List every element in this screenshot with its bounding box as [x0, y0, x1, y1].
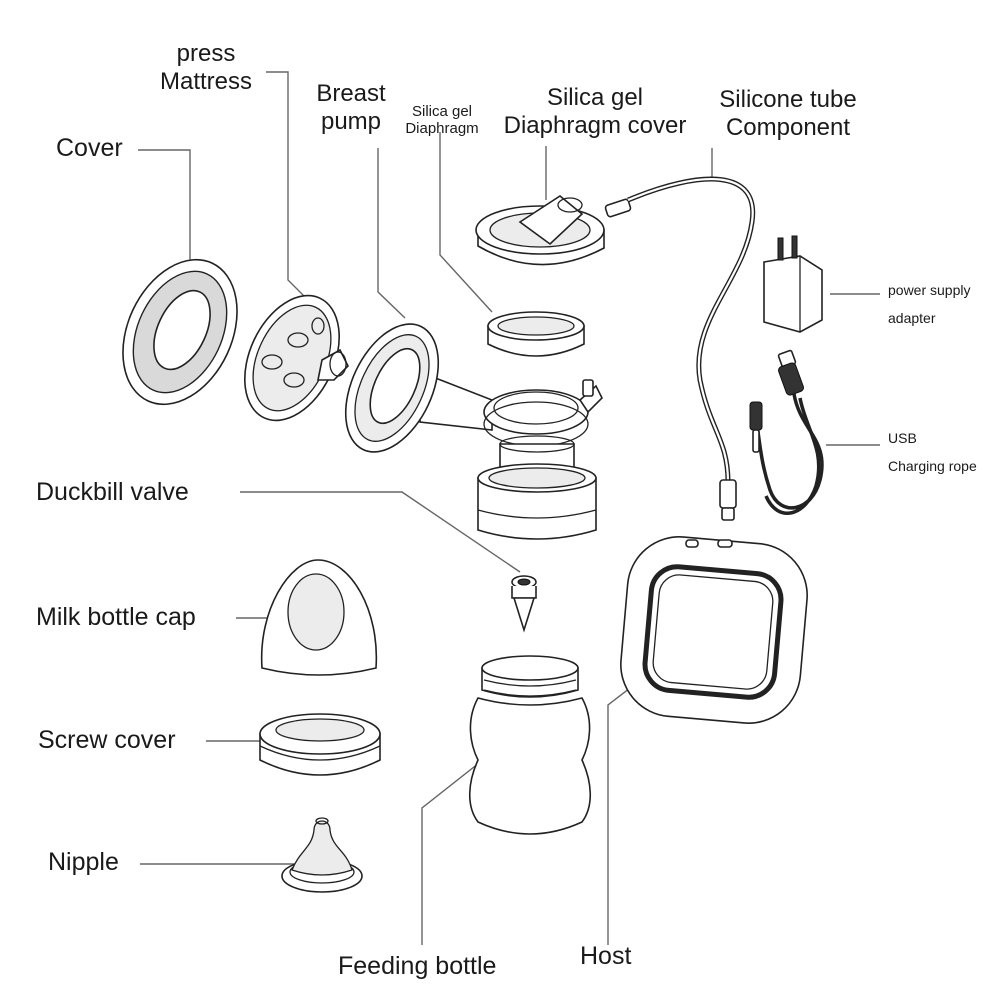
silicone-tube-part — [627, 176, 756, 521]
breast-pump-part — [344, 323, 603, 540]
label-host: Host — [580, 942, 632, 970]
leader-cover — [138, 149, 191, 262]
label-feeding-bottle: Feeding bottle — [338, 952, 497, 980]
label-cover: Cover — [56, 134, 123, 162]
cover-part — [122, 258, 238, 406]
label-silica-diaphragm-line2: Diaphragm — [405, 120, 479, 138]
label-silica-cover-line2: Diaphragm cover — [503, 111, 687, 139]
label-silicone-tube: Silicone tube Component — [700, 86, 876, 141]
label-breast-pump: Breast pump — [306, 80, 396, 135]
silica-cover-part — [475, 195, 632, 266]
leader-feeding-bottle — [421, 747, 499, 945]
label-power-adapter: power supply adapter — [888, 276, 971, 332]
usb-rope-part — [749, 349, 824, 515]
label-press-mattress-line1: press — [176, 40, 236, 67]
nipple-part — [281, 817, 363, 893]
label-duckbill-valve: Duckbill valve — [36, 478, 189, 506]
label-silica-cover: Silica gel Diaphragm cover — [484, 84, 706, 139]
leader-press-mattress — [266, 71, 307, 299]
label-milk-bottle-cap: Milk bottle cap — [36, 603, 196, 631]
label-usb-line2: Charging rope — [888, 458, 977, 474]
duckbill-valve-part — [511, 575, 537, 633]
label-press-mattress-line2: Mattress — [159, 67, 252, 95]
leader-silica-diaphragm — [439, 132, 493, 313]
leader-duckbill — [240, 491, 521, 573]
label-nipple: Nipple — [48, 848, 119, 876]
label-silica-diaphragm-line1: Silica gel — [411, 103, 473, 120]
label-power-adapter-line1: power supply — [888, 282, 971, 298]
leader-breast-pump — [377, 148, 406, 319]
label-screw-cover: Screw cover — [38, 726, 176, 754]
screw-cover-part — [259, 713, 381, 776]
label-silica-diaphragm: Silica gel Diaphragm — [396, 103, 488, 138]
label-silica-cover-line1: Silica gel — [546, 84, 644, 111]
silica-diaphragm-part — [487, 311, 585, 357]
label-usb-line1: USB — [888, 430, 917, 446]
label-breast-pump-line1: Breast — [316, 80, 386, 107]
press-mattress-part — [244, 294, 349, 422]
label-usb: USB Charging rope — [888, 424, 977, 480]
power-adapter-part — [763, 235, 823, 333]
feeding-bottle-part — [468, 655, 592, 835]
label-silicone-tube-line2: Component — [725, 113, 851, 141]
label-breast-pump-line2: pump — [320, 107, 382, 135]
milk-bottle-cap-part — [260, 559, 378, 676]
label-silicone-tube-line1: Silicone tube — [719, 86, 857, 113]
host-part — [620, 536, 808, 724]
label-power-adapter-line2: adapter — [888, 310, 936, 326]
label-press-mattress: press Mattress — [150, 40, 262, 95]
